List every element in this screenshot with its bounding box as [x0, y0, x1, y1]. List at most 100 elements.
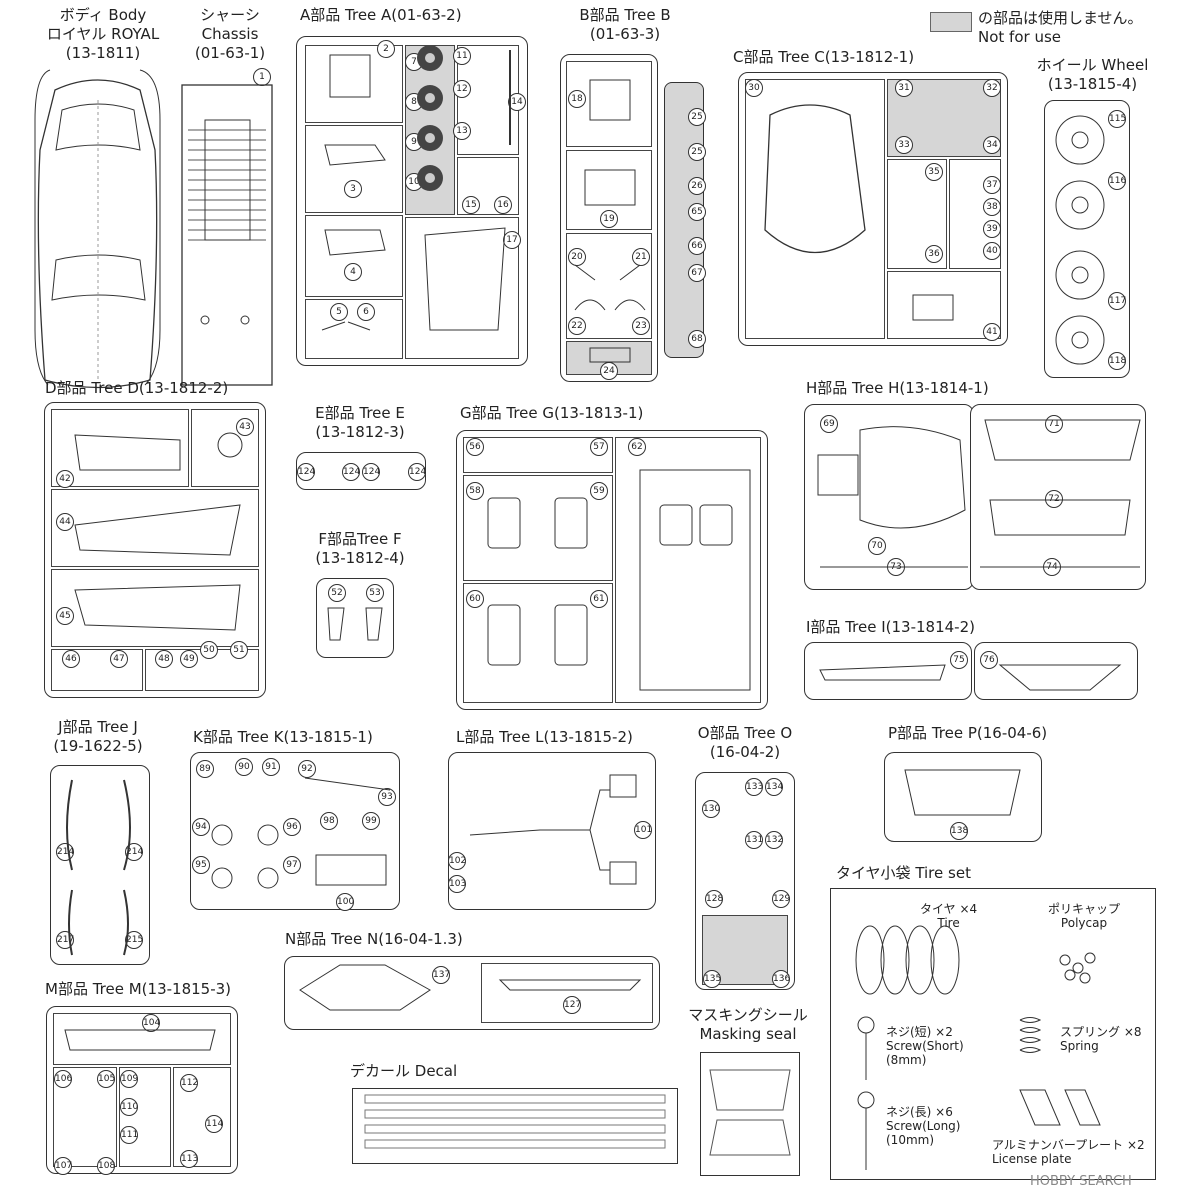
- part-number: 92: [298, 760, 316, 778]
- part-number: 124: [362, 463, 380, 481]
- polycap-label: ポリキャップ Polycap: [1048, 902, 1120, 930]
- part-number: 128: [705, 890, 723, 908]
- tree-e-frame: [296, 452, 426, 490]
- part-number: 21: [632, 248, 650, 266]
- part-cell: [305, 215, 403, 297]
- screw-short-line: (8mm): [886, 1053, 927, 1067]
- part-cell: [305, 45, 403, 123]
- wheel-frame: [1044, 100, 1130, 378]
- part-cell: [566, 150, 652, 230]
- wheel-label: ホイール Wheel (13-1815-4): [1020, 56, 1165, 94]
- tree-n-title: N部品 Tree N(16-04-1.3): [285, 930, 463, 948]
- body-label-line: ボディ Body: [59, 6, 147, 24]
- tree-f-title: F部品Tree F (13-1812-4): [300, 530, 420, 568]
- part-number: 114: [205, 1115, 223, 1133]
- part-cell: [463, 475, 613, 581]
- chassis-label-line: (01-63-1): [194, 44, 266, 62]
- body-label-line: ロイヤル ROYAL: [46, 25, 160, 43]
- part-number: 41: [983, 323, 1001, 341]
- chassis-label-line: シャーシ: [200, 6, 260, 24]
- part-cell: [463, 437, 613, 473]
- chassis-label-line: Chassis: [201, 25, 259, 43]
- part-number: 25: [688, 108, 706, 126]
- part-cell: [51, 649, 143, 691]
- tree-i-frame: [804, 642, 972, 700]
- part-number: 124: [342, 463, 360, 481]
- license-plate-line: License plate: [992, 1152, 1072, 1166]
- part-number: 11: [453, 47, 471, 65]
- spring-label-line: Spring: [1060, 1039, 1099, 1053]
- tree-o-title: O部品 Tree O (16-04-2): [680, 724, 810, 762]
- part-number: 138: [950, 822, 968, 840]
- part-number: 16: [494, 196, 512, 214]
- part-number: 44: [56, 513, 74, 531]
- part-number: 18: [568, 90, 586, 108]
- screw-short-label: ネジ(短) ×2 Screw(Short) (8mm): [886, 1025, 964, 1067]
- tree-k-title: K部品 Tree K(13-1815-1): [193, 728, 373, 746]
- tree-b-title-line: B部品 Tree B: [579, 6, 671, 24]
- part-cell: [53, 1067, 117, 1167]
- part-number: 124: [297, 463, 315, 481]
- part-cell: [463, 583, 613, 703]
- part-number: 100: [336, 893, 354, 911]
- part-number: 19: [600, 210, 618, 228]
- part-number: 68: [688, 330, 706, 348]
- part-number: 61: [590, 590, 608, 608]
- part-number: 118: [1108, 352, 1126, 370]
- part-number: 105: [97, 1070, 115, 1088]
- part-number: 106: [54, 1070, 72, 1088]
- tree-e-title-line: E部品 Tree E: [315, 404, 405, 422]
- part-number: 49: [180, 650, 198, 668]
- part-cell: [481, 963, 653, 1023]
- part-number: 35: [925, 163, 943, 181]
- tree-j-title-line: J部品 Tree J: [58, 718, 138, 736]
- part-cell: [191, 409, 259, 487]
- part-cell: [457, 157, 519, 215]
- part-number: 112: [180, 1074, 198, 1092]
- part-number: 43: [236, 418, 254, 436]
- part-number: 12: [453, 80, 471, 98]
- tree-c-title: C部品 Tree C(13-1812-1): [733, 48, 915, 66]
- tree-b-title-line: (01-63-3): [589, 25, 661, 43]
- part-cell: [119, 1067, 171, 1167]
- part-number: 101: [634, 821, 652, 839]
- part-number: 124: [408, 463, 426, 481]
- decal-sheet: [352, 1088, 678, 1164]
- part-number: 34: [983, 136, 1001, 154]
- not-for-use-swatch: [930, 12, 972, 32]
- part-number: 90: [235, 758, 253, 776]
- part-number: 111: [120, 1126, 138, 1144]
- part-number: 40: [983, 242, 1001, 260]
- masking-seal-title: マスキングシール Masking seal: [688, 1006, 808, 1044]
- part-number: 39: [983, 220, 1001, 238]
- part-number: 72: [1045, 490, 1063, 508]
- part-number: 115: [1108, 110, 1126, 128]
- part-number: 53: [366, 584, 384, 602]
- part-number: 42: [56, 470, 74, 488]
- part-number: 37: [983, 176, 1001, 194]
- part-number: 89: [196, 760, 214, 778]
- part-cell: [305, 299, 403, 359]
- tree-m-title: M部品 Tree M(13-1815-3): [45, 980, 232, 998]
- tree-b-title: B部品 Tree B (01-63-3): [555, 6, 695, 44]
- part-number: 32: [983, 79, 1001, 97]
- part-cell: [173, 1067, 231, 1167]
- part-number: 76: [980, 651, 998, 669]
- part-number: 91: [262, 758, 280, 776]
- tree-g-frame: [456, 430, 768, 710]
- part-cell: [566, 233, 652, 339]
- part-number: 69: [820, 415, 838, 433]
- part-cell: [887, 159, 947, 269]
- tree-l-title: L部品 Tree L(13-1815-2): [456, 728, 633, 746]
- license-plate-label: アルミナンバープレート ×2 License plate: [992, 1138, 1145, 1166]
- screw-long-line: (10mm): [886, 1133, 935, 1147]
- part-number: 67: [688, 264, 706, 282]
